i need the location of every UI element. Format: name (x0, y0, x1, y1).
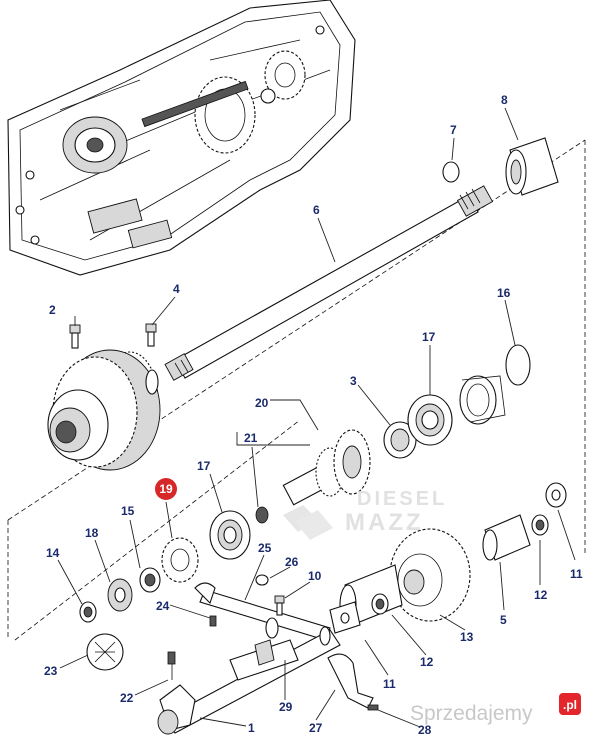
callout-23: 23 (44, 664, 58, 678)
callout-6: 6 (313, 203, 320, 217)
watermark-line1: DIESEL (357, 488, 447, 510)
callout-labels: 1 2 3 4 5 6 7 8 10 11 11 11 12 12 13 14 … (44, 93, 583, 737)
bolt-2 (69, 324, 81, 349)
callout-27: 27 (309, 721, 323, 735)
callout-1: 1 (248, 721, 255, 735)
callout-8: 8 (501, 93, 508, 107)
callout-29: 29 (279, 700, 293, 714)
callout-22: 22 (120, 691, 134, 705)
callout-4: 4 (173, 282, 180, 296)
callout-19-marker (155, 478, 177, 500)
spring-pin-24 (209, 615, 217, 627)
callout-12-lower: 12 (420, 655, 434, 669)
callout-14: 14 (46, 546, 60, 560)
callout-26: 26 (285, 555, 299, 569)
callout-18: 18 (85, 526, 99, 540)
detail-circle-23 (86, 633, 124, 671)
callout-20: 20 (255, 396, 269, 410)
watermark: DIESEL MAZZ (283, 488, 447, 540)
callout-10: 10 (308, 569, 322, 583)
site-branding: Sprzedajemy .pl (410, 693, 581, 725)
bearing-17-lower (209, 510, 251, 560)
housing-gear-small (264, 50, 306, 100)
housing-clutch-drum (62, 116, 128, 174)
callout-13: 13 (460, 630, 474, 644)
bearing-cup (459, 375, 506, 425)
watermark-line2: MAZZ (345, 509, 424, 536)
bolt-10 (274, 595, 285, 616)
transmission-housing (7, 0, 356, 276)
snap-ring-small (442, 161, 460, 183)
callout-2: 2 (49, 303, 56, 317)
shift-fork-rod (194, 582, 331, 641)
needle-bearing-21 (255, 506, 269, 524)
callout-3: 3 (350, 374, 357, 388)
shift-lever-27 (327, 653, 374, 709)
callout-19: 19 (159, 482, 173, 496)
leader-lines (57, 107, 576, 728)
callout-11-right: 11 (570, 567, 583, 581)
sleeve-5 (482, 514, 531, 561)
thrust-washer-11-right (545, 482, 567, 508)
callout-12-right: 12 (534, 588, 548, 602)
o-ring-26 (255, 574, 269, 586)
long-shaft (164, 185, 494, 381)
seal-ring-16 (505, 344, 531, 386)
callout-16: 16 (497, 286, 511, 300)
callout-15: 15 (121, 504, 135, 518)
gear-13 (389, 528, 471, 622)
needle-bearing-15 (139, 567, 161, 593)
callout-5: 5 (500, 613, 507, 627)
thrust-washer-14 (79, 601, 97, 623)
spring-pin-28 (367, 704, 379, 711)
sleeve-coupling (505, 137, 559, 196)
detent-22 (167, 651, 176, 680)
watermark-emblem-icon (283, 505, 333, 540)
site-badge-text: .pl (563, 698, 577, 712)
site-logo-text: Sprzedajemy (410, 702, 533, 725)
callout-11-lower: 11 (383, 677, 396, 691)
needle-bearing-12-lower (371, 593, 389, 615)
clutch-pack (47, 349, 161, 471)
bearing-3 (383, 421, 417, 459)
callout-7: 7 (450, 123, 457, 137)
callout-24: 24 (156, 599, 170, 613)
gear-cluster-20 (282, 429, 371, 506)
thrust-plate-18 (107, 578, 133, 612)
callout-25: 25 (258, 541, 272, 555)
site-badge (559, 693, 581, 715)
bolt-4 (145, 323, 157, 347)
washer-lower (329, 601, 361, 634)
callout-19-badge: 19 (155, 478, 177, 500)
selector-block (229, 639, 299, 681)
bearing-17-upper (407, 394, 453, 446)
callout-17-upper: 17 (422, 330, 436, 344)
callout-28: 28 (418, 723, 432, 737)
callout-21: 21 (244, 431, 258, 445)
gear-19 (161, 537, 199, 583)
needle-bearing-12-right (531, 514, 549, 536)
callout-17-lower: 17 (197, 459, 211, 473)
shift-fork-1 (157, 684, 196, 735)
